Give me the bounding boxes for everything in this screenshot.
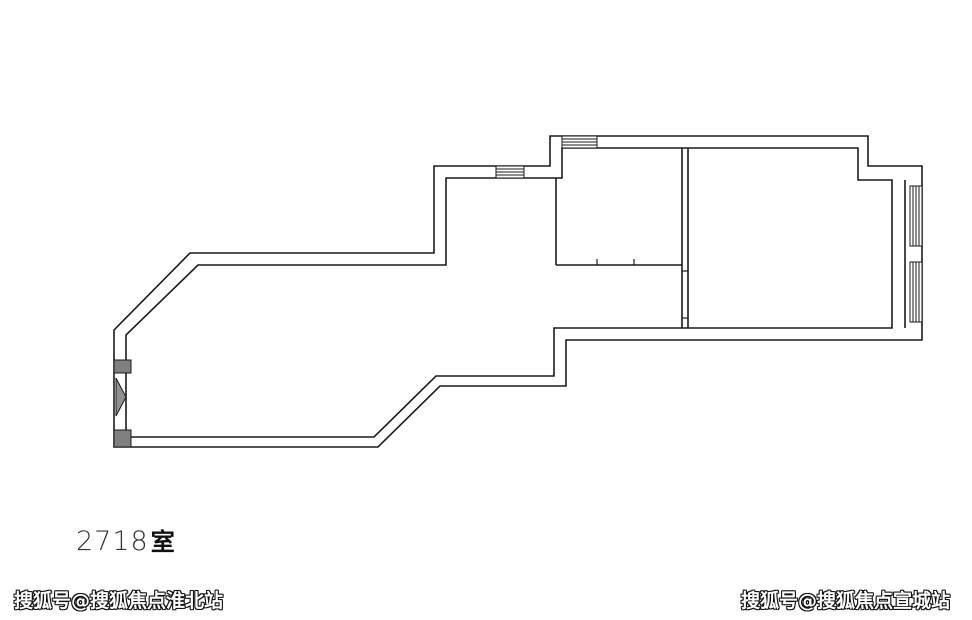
inner-wall — [125, 147, 893, 438]
room-number: 2718 — [76, 526, 149, 557]
room-label: 2718 室 — [76, 522, 175, 558]
entrance-door — [115, 377, 127, 417]
outer-wall — [113, 135, 923, 448]
pillar-upper — [113, 359, 132, 374]
room-suffix: 室 — [150, 528, 175, 556]
watermark-right: 搜狐号@搜狐焦点宣城站 — [740, 590, 950, 612]
watermark-left: 搜狐号@搜狐焦点淮北站 — [14, 590, 224, 612]
pillar-lower — [113, 429, 132, 448]
